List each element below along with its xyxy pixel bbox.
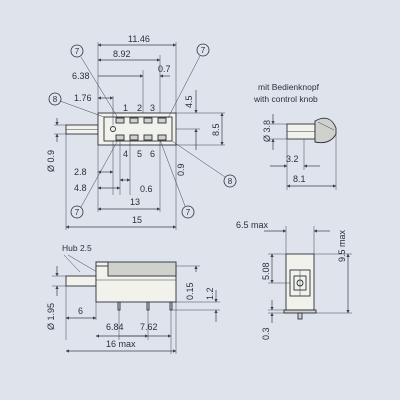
dim-0-9-right: 0.9 [176,163,186,176]
end-dim-5-08: 5.08 [261,262,271,280]
callout-7-top-left: 7 [70,44,119,119]
side-dim-16-max: 16 max [106,339,136,349]
end-base [283,309,317,314]
knob-view: mit Bedienknopf with control knob Ø 3.8 … [253,82,337,190]
dim-15: 15 [132,215,142,225]
callout-7-bottom-left: 7 [70,139,119,219]
side-dim-6-84: 6.84 [106,322,124,332]
top-contacts [110,117,167,141]
end-pin [297,312,303,320]
svg-text:7: 7 [201,46,206,55]
knob-dia-3-8: Ø 3.8 [262,120,272,142]
end-view: 6.5 max 9.5 max 5.08 0.3 [236,220,352,340]
side-dim-1-2: 1.2 [205,287,215,300]
svg-text:7: 7 [75,208,80,217]
callout-7-top-right: 7 [167,43,210,119]
top-view: 1 2 3 4 5 6 11.46 8.92 6.38 1.76 0.7 [46,34,237,230]
pin-label-3: 3 [150,103,155,113]
dim-4-5: 4.5 [184,95,194,108]
knob-dim-3-2: 3.2 [286,154,299,164]
hub-label: Hub 2.5 [62,243,92,253]
dim-11-46: 11.46 [128,34,150,44]
pin-label-5: 5 [137,149,142,159]
side-view: Hub 2.5 6 6.84 7.62 16 max Ø 1.95 [46,243,220,354]
knob-dim-8-1: 8.1 [293,174,306,184]
svg-text:8: 8 [53,95,58,104]
svg-text:8: 8 [228,177,233,186]
side-top-plate [107,261,177,277]
svg-text:7: 7 [75,47,80,56]
callout-8-left: 8 [48,92,105,118]
pin-label-1: 1 [123,103,128,113]
dim-6-38: 6.38 [72,71,90,81]
dim-1-76: 1.76 [74,93,92,103]
side-dim-7-62: 7.62 [140,322,158,332]
dim-0-7: 0.7 [158,64,171,74]
side-shaft [65,275,97,287]
side-dim-6: 6 [78,306,83,316]
dim-dia-0-9: Ø 0.9 [46,150,56,172]
side-dim-0-15: 0.15 [185,282,195,300]
dim-8-92: 8.92 [113,49,131,59]
callout-7-bottom-right: 7 [159,139,195,219]
callout-8-right: 8 [171,140,237,188]
dim-4-8: 4.8 [74,183,87,193]
dim-8-5: 8.5 [211,123,221,136]
end-dim-0-3: 0.3 [261,327,271,340]
pin-label-6: 6 [150,149,155,159]
knob-caption-de: mit Bedienknopf [258,82,320,92]
svg-text:7: 7 [186,208,191,217]
dim-2-8: 2.8 [74,167,87,177]
pin-label-4: 4 [123,149,128,159]
dim-0-6: 0.6 [140,184,153,194]
side-dia-1-95: Ø 1.95 [46,303,56,330]
dim-13: 13 [130,197,140,207]
pin-label-2: 2 [137,103,142,113]
end-dim-6-5-max: 6.5 max [236,220,269,230]
knob-caption-en: with control knob [253,94,318,104]
end-dim-9-5-max: 9.5 max [337,229,347,262]
